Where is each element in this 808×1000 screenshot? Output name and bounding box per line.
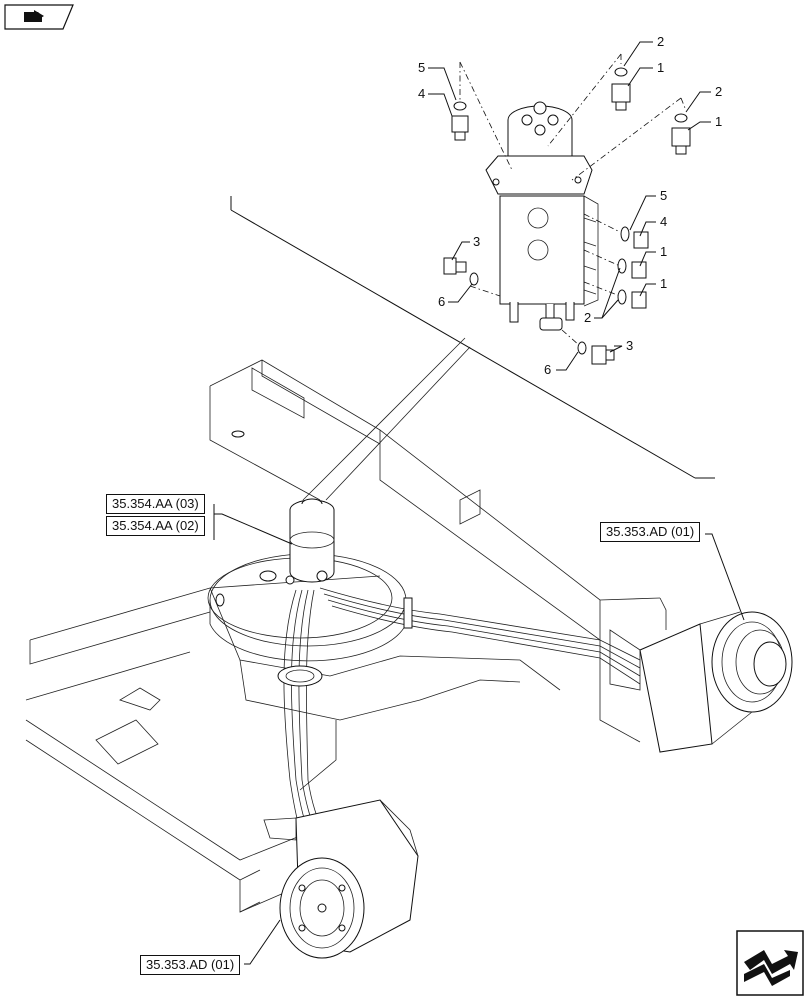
swivel-joint-detail: [485, 101, 599, 331]
callout-4-top: 4: [418, 86, 425, 101]
callout-3-left: 3: [473, 234, 480, 249]
callout-6-bottom: 6: [544, 362, 551, 377]
callout-2-top-b: 2: [715, 84, 722, 99]
fitting-centerlines: [459, 53, 686, 347]
callout-5-right: 5: [660, 188, 667, 203]
callout-4-right: 4: [660, 214, 667, 229]
callout-5-top: 5: [418, 60, 425, 75]
reference-leaders: [213, 504, 745, 965]
callout-3-bottom: 3: [626, 338, 633, 353]
callout-1-top-a: 1: [657, 60, 664, 75]
callout-leaders: [428, 41, 711, 371]
callout-numbers: 5 4 2 1 2 1 3 6 5 4 1 1 2 3 6: [418, 34, 722, 377]
detail-leader-lines: [230, 196, 715, 501]
parts-navigation-flag-icon[interactable]: [4, 4, 74, 30]
left-motor-reference[interactable]: 35.353.AD (01): [140, 955, 241, 975]
callout-6-left: 6: [438, 294, 445, 309]
swivel-reference-02[interactable]: 35.354.AA (02): [106, 516, 205, 536]
hydraulic-hoses: [277, 587, 641, 853]
next-page-arrow-icon[interactable]: [736, 930, 804, 996]
swivel-reference-03[interactable]: 35.354.AA (03): [106, 494, 205, 514]
callout-2-right: 2: [584, 310, 591, 325]
callout-1-right-a: 1: [660, 244, 667, 259]
callout-1-right-b: 1: [660, 276, 667, 291]
right-travel-motor: [609, 611, 793, 753]
callout-2-top-a: 2: [657, 34, 664, 49]
right-motor-reference[interactable]: 35.353.AD (01): [600, 522, 701, 542]
fittings: [443, 67, 691, 365]
callout-1-top-b: 1: [715, 114, 722, 129]
center-swivel-joint: [285, 498, 335, 585]
left-travel-motor: [263, 799, 419, 959]
